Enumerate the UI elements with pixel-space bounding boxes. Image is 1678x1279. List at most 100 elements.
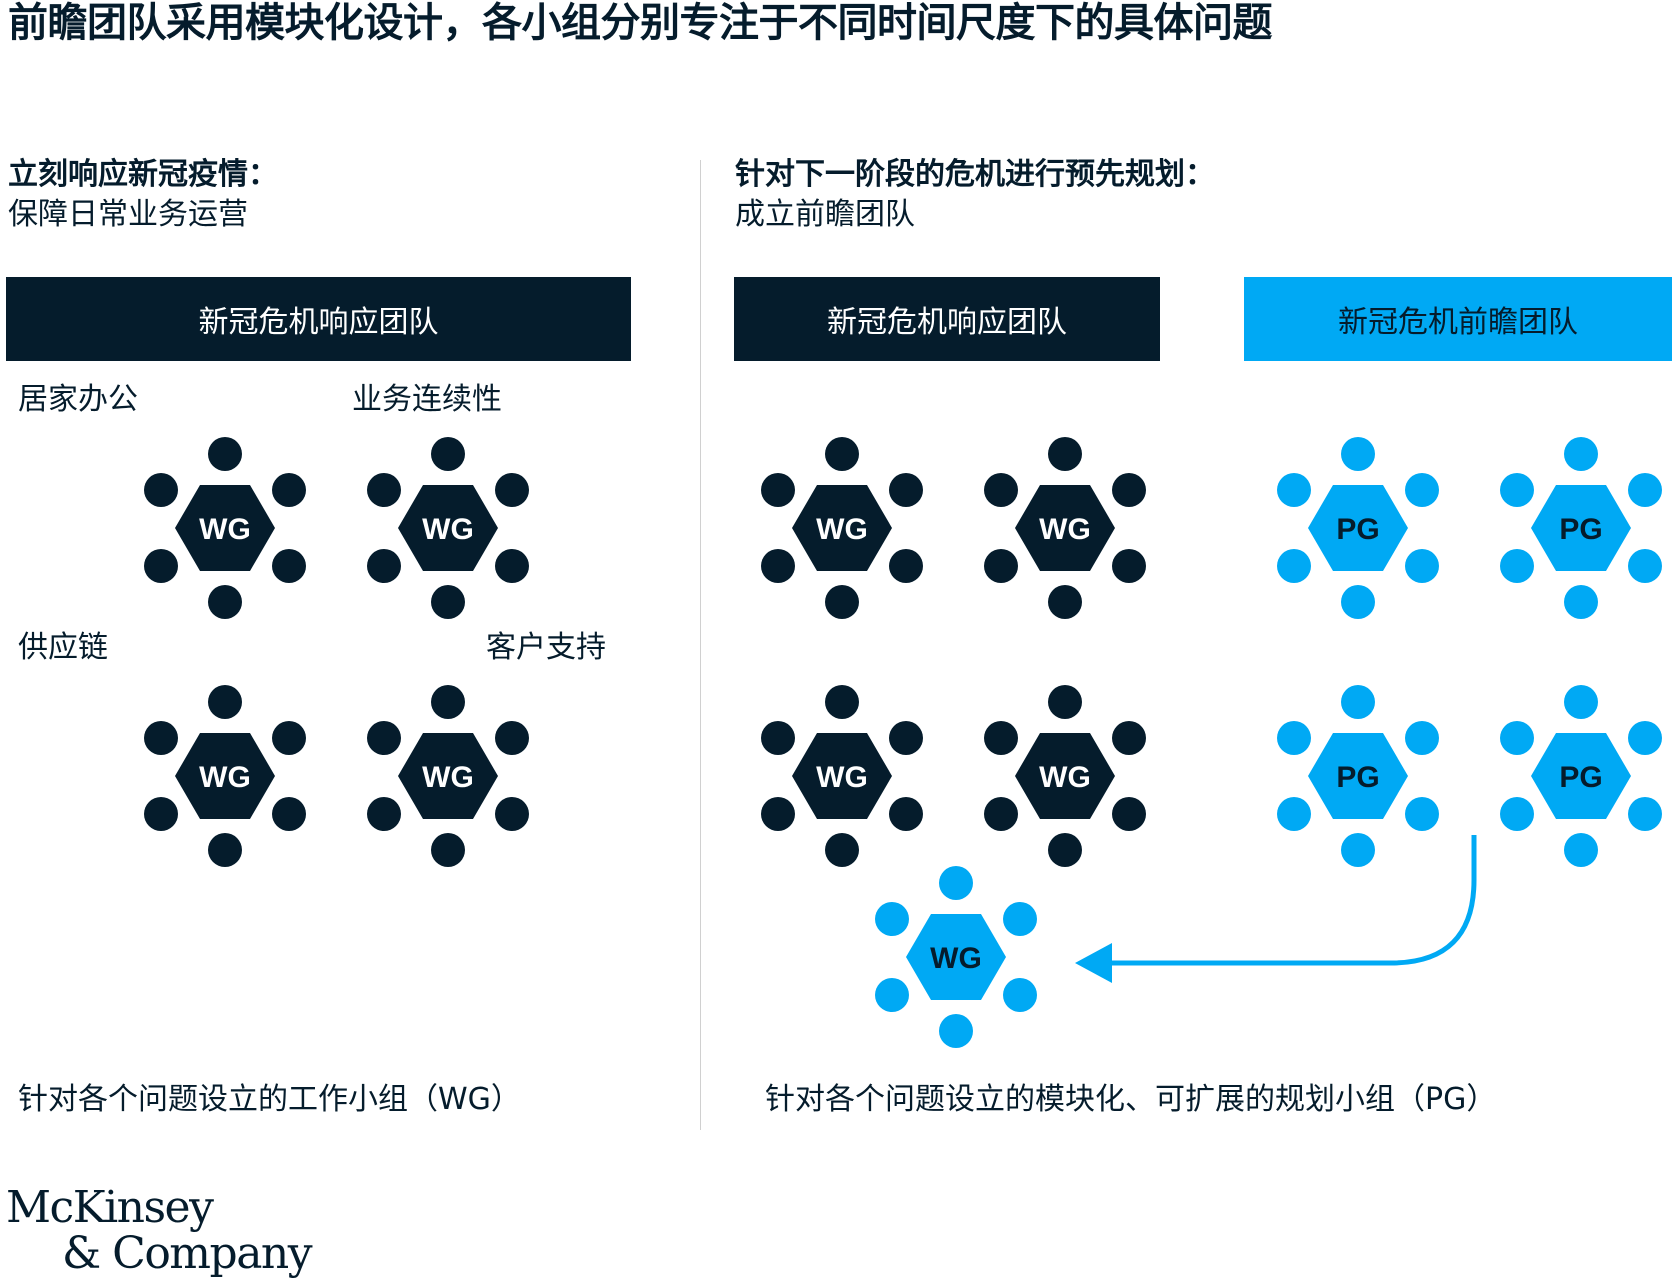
satellite-node-2 — [1003, 902, 1037, 936]
satellite-node-2 — [1628, 473, 1662, 507]
satellite-node-3 — [272, 549, 306, 583]
satellite-node-5 — [984, 549, 1018, 583]
group-label: WG — [422, 761, 474, 794]
satellite-node-3 — [889, 797, 923, 831]
satellite-node-5 — [144, 797, 178, 831]
satellite-node-1 — [1048, 685, 1082, 719]
label-supply-chain: 供应链 — [18, 630, 108, 665]
satellite-node-2 — [889, 473, 923, 507]
satellite-node-1 — [825, 685, 859, 719]
satellite-node-4 — [825, 833, 859, 867]
transition-arrow-line — [1110, 835, 1477, 966]
satellite-node-3 — [1003, 978, 1037, 1012]
satellite-node-4 — [208, 833, 242, 867]
group-label: PG — [1559, 761, 1602, 794]
satellite-node-1 — [825, 437, 859, 471]
satellite-node-6 — [984, 721, 1018, 755]
group-label: WG — [930, 942, 982, 975]
satellite-node-2 — [1405, 473, 1439, 507]
satellite-node-4 — [825, 585, 859, 619]
satellite-node-1 — [1341, 437, 1375, 471]
satellite-node-1 — [1341, 685, 1375, 719]
hexagon-hub — [398, 485, 498, 571]
label-business-continuity: 业务连续性 — [352, 382, 502, 417]
hexagon-hub — [1015, 485, 1115, 571]
satellite-node-3 — [1628, 797, 1662, 831]
satellite-node-4 — [1048, 833, 1082, 867]
left-response-team-banner: 新冠危机响应团队 — [6, 277, 631, 361]
satellite-node-2 — [272, 473, 306, 507]
satellite-node-6 — [761, 473, 795, 507]
satellite-node-5 — [761, 797, 795, 831]
satellite-node-4 — [431, 585, 465, 619]
satellite-node-3 — [1405, 797, 1439, 831]
pg-4: PG — [1500, 685, 1662, 867]
logo-line-1: McKinsey — [6, 1182, 214, 1233]
hexagon-hub — [1531, 485, 1631, 571]
satellite-node-5 — [367, 549, 401, 583]
satellite-node-1 — [431, 685, 465, 719]
right-wg-2: WG — [984, 437, 1146, 619]
hexagon-hub — [175, 485, 275, 571]
satellite-node-5 — [984, 797, 1018, 831]
hexagon-hub — [1308, 733, 1408, 819]
satellite-node-4 — [208, 585, 242, 619]
satellite-node-1 — [939, 866, 973, 900]
pg-1: PG — [1277, 437, 1439, 619]
satellite-node-6 — [875, 902, 909, 936]
satellite-node-4 — [939, 1014, 973, 1048]
satellite-node-6 — [1277, 473, 1311, 507]
left-heading-sub: 保障日常业务运营 — [8, 197, 248, 232]
satellite-node-1 — [431, 437, 465, 471]
transitioned-wg: WG — [875, 866, 1037, 1048]
satellite-node-6 — [1500, 721, 1534, 755]
satellite-node-5 — [1500, 549, 1534, 583]
right-heading: 针对下一阶段的危机进行预先规划： 成立前瞻团队 — [735, 155, 1215, 235]
satellite-node-5 — [1277, 797, 1311, 831]
left-caption: 针对各个问题设立的工作小组（WG） — [18, 1082, 521, 1117]
satellite-node-3 — [495, 549, 529, 583]
satellite-node-5 — [144, 549, 178, 583]
left-wg-remote-work: WG — [144, 437, 306, 619]
group-label: WG — [199, 761, 251, 794]
satellite-node-2 — [1405, 721, 1439, 755]
hexagon-hub — [1308, 485, 1408, 571]
satellite-node-3 — [889, 549, 923, 583]
left-heading: 立刻响应新冠疫情： 保障日常业务运营 — [8, 155, 278, 235]
satellite-node-2 — [495, 721, 529, 755]
hexagon-hub — [792, 733, 892, 819]
group-label: WG — [199, 513, 251, 546]
group-label: PG — [1559, 513, 1602, 546]
group-label: WG — [816, 761, 868, 794]
satellite-node-6 — [144, 721, 178, 755]
pg-3: PG — [1277, 685, 1439, 867]
satellite-node-6 — [984, 473, 1018, 507]
right-wg-1: WG — [761, 437, 923, 619]
satellite-node-6 — [367, 473, 401, 507]
satellite-node-6 — [1277, 721, 1311, 755]
label-remote-work: 居家办公 — [18, 382, 138, 417]
label-customer-support: 客户支持 — [486, 630, 606, 665]
foresight-team-banner: 新冠危机前瞻团队 — [1244, 277, 1672, 361]
satellite-node-6 — [367, 721, 401, 755]
hexagon-hub — [175, 733, 275, 819]
group-label: PG — [1336, 513, 1379, 546]
satellite-node-5 — [367, 797, 401, 831]
hexagon-hub — [906, 914, 1006, 1000]
satellite-node-2 — [1112, 473, 1146, 507]
hexagon-hub — [398, 733, 498, 819]
right-wg-3: WG — [761, 685, 923, 867]
hexagon-hub — [1015, 733, 1115, 819]
satellite-node-6 — [144, 473, 178, 507]
left-wg-business-continuity: WG — [367, 437, 529, 619]
group-label: WG — [1039, 513, 1091, 546]
satellite-node-6 — [761, 721, 795, 755]
group-label: WG — [816, 513, 868, 546]
satellite-node-3 — [1112, 549, 1146, 583]
satellite-node-1 — [208, 437, 242, 471]
satellite-node-6 — [1500, 473, 1534, 507]
hexagon-hub — [1531, 733, 1631, 819]
pg-2: PG — [1500, 437, 1662, 619]
satellite-node-1 — [208, 685, 242, 719]
satellite-node-3 — [272, 797, 306, 831]
